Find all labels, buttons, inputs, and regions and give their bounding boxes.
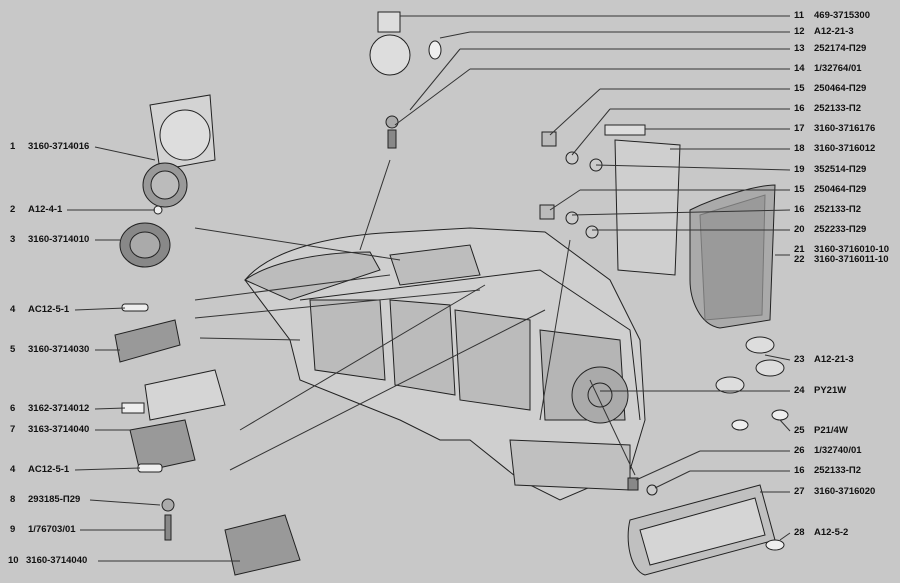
part-code: 3163-3714040 bbox=[28, 424, 90, 435]
right-leader-lines bbox=[359, 15, 791, 541]
vehicle-body bbox=[244, 227, 646, 501]
part-code: 3160-3714030 bbox=[28, 344, 90, 355]
part-code: AC12-5-1 bbox=[28, 464, 70, 475]
plate-lamp-parts bbox=[121, 369, 301, 576]
part-code: AC12-5-1 bbox=[28, 304, 70, 315]
part-code: 3162-3714012 bbox=[28, 403, 90, 414]
courtesy-lamp bbox=[114, 303, 181, 363]
part-code: 3160-3714010 bbox=[28, 234, 90, 245]
tail-lamp-parts bbox=[539, 124, 776, 329]
part-code: 3160-3714016 bbox=[28, 141, 90, 152]
top-lamp-parts bbox=[369, 11, 442, 149]
part-code: 1/76703/01 bbox=[28, 524, 76, 535]
part-code: A12-4-1 bbox=[28, 204, 63, 215]
part-code: 3160-3714040 bbox=[26, 555, 88, 566]
bulbs bbox=[715, 336, 789, 431]
part-code: 293185-П29 bbox=[28, 494, 81, 505]
high-stop-lamp bbox=[627, 477, 785, 576]
left-leader-lines bbox=[67, 146, 546, 562]
dome-lamp-assembly bbox=[119, 94, 216, 268]
